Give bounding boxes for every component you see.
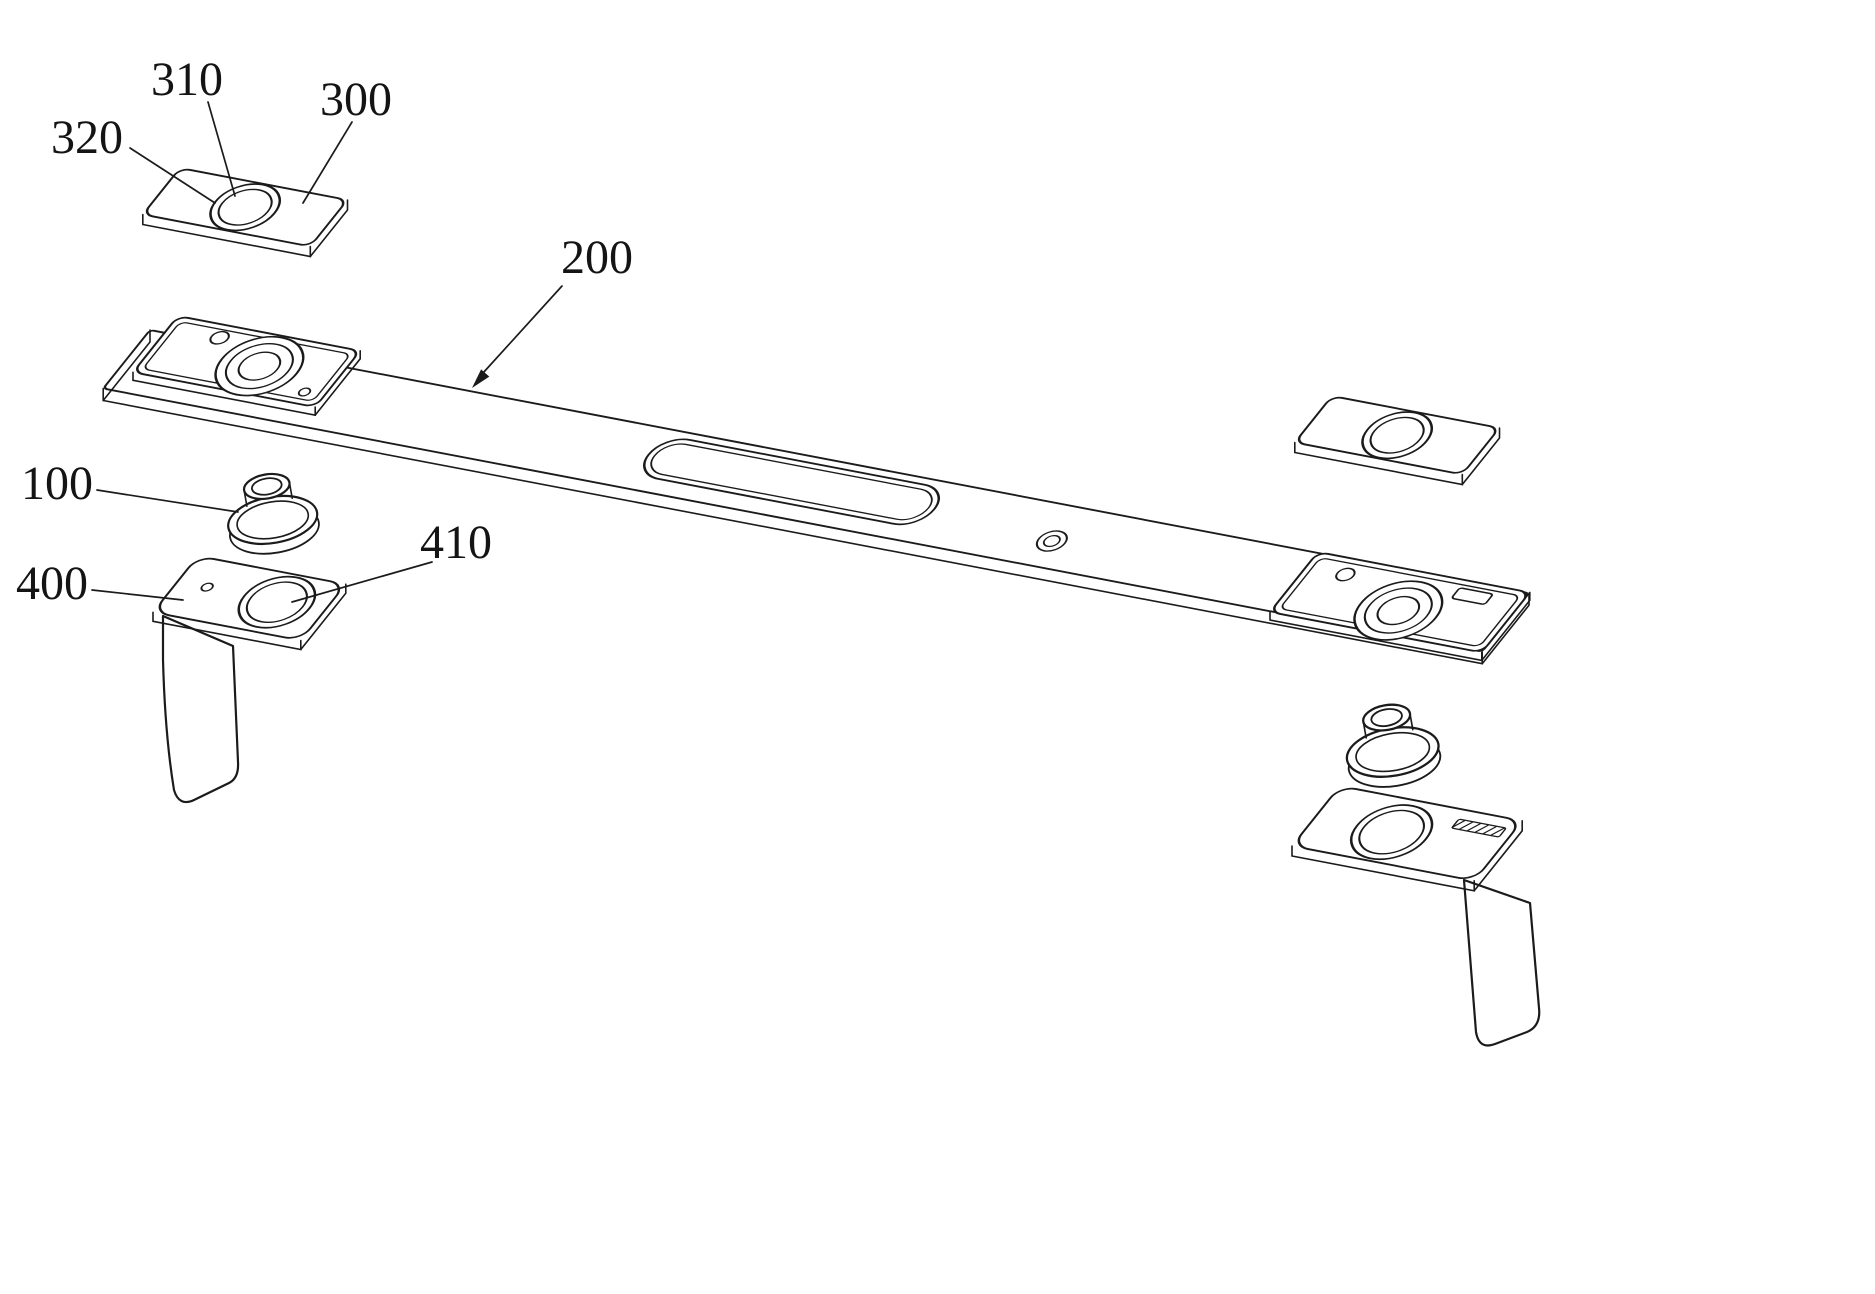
- bracket-right-thickness: [1291, 820, 1523, 892]
- label-410: 410: [420, 516, 492, 569]
- bar-small-hole-inner: [1042, 535, 1061, 548]
- grommet-right-bore: [1370, 708, 1403, 728]
- leader-lines: [91, 101, 563, 603]
- plate-300-hole: [217, 188, 273, 226]
- bar-left-mount-pad: [132, 316, 361, 417]
- leader-200-arrowhead: [472, 369, 490, 388]
- leader-400: [91, 589, 184, 601]
- grommet-right: [1345, 703, 1442, 788]
- bracket-400-flap: [161, 614, 240, 804]
- plate-right-hole: [1369, 416, 1425, 454]
- bracket-right-vent-hatch: [1451, 820, 1505, 836]
- pad-right-pin-hole: [1335, 567, 1356, 582]
- leader-410: [291, 561, 433, 603]
- leader-320: [129, 147, 216, 204]
- cover-plate-300: [142, 168, 349, 258]
- pad-right-boss-hole: [1376, 595, 1421, 626]
- bar-slot-inner: [650, 443, 933, 521]
- bracket-right-vent-strip: [1451, 818, 1507, 838]
- pad-left-pin-hole: [209, 330, 230, 345]
- label-400: 400: [16, 557, 88, 610]
- bar-slot-outer: [643, 438, 940, 526]
- pad-left-thickness: [132, 350, 361, 417]
- plate-300-thickness: [142, 199, 349, 258]
- pad-right-tab: [1451, 587, 1493, 605]
- plate-right-thickness: [1294, 427, 1501, 486]
- leader-100: [96, 489, 239, 513]
- label-310: 310: [151, 53, 223, 106]
- label-300: 300: [320, 73, 392, 126]
- leader-300: [302, 121, 353, 204]
- cover-plate-right: [1294, 396, 1501, 486]
- grommet-flange-inner-ring: [236, 500, 310, 540]
- leader-200-arrow-shaft: [482, 285, 563, 374]
- reference-labels: 310 300 320 200 100 410 400: [16, 53, 633, 610]
- pad-left-boss-hole: [237, 351, 282, 381]
- grommet-100: [227, 472, 320, 555]
- grommet-bore: [251, 477, 283, 496]
- bracket-400-pin-dot: [200, 582, 214, 592]
- bracket-400: [152, 557, 347, 804]
- grommet-right-flange-inner-ring: [1355, 731, 1431, 773]
- label-320: 320: [51, 111, 123, 164]
- bracket-right: [1291, 787, 1541, 1047]
- bar-right-mount-pad: [1269, 552, 1531, 662]
- bar-small-hole: [1035, 530, 1068, 552]
- label-100: 100: [21, 457, 93, 510]
- pad-right-thickness: [1269, 591, 1531, 662]
- bracket-400-hole: [245, 581, 308, 623]
- bracket-right-hole: [1358, 809, 1425, 855]
- bracket-right-flap: [1462, 878, 1541, 1047]
- pad-left-detail-dot: [297, 387, 312, 397]
- leader-310: [207, 101, 236, 197]
- label-200: 200: [561, 231, 633, 284]
